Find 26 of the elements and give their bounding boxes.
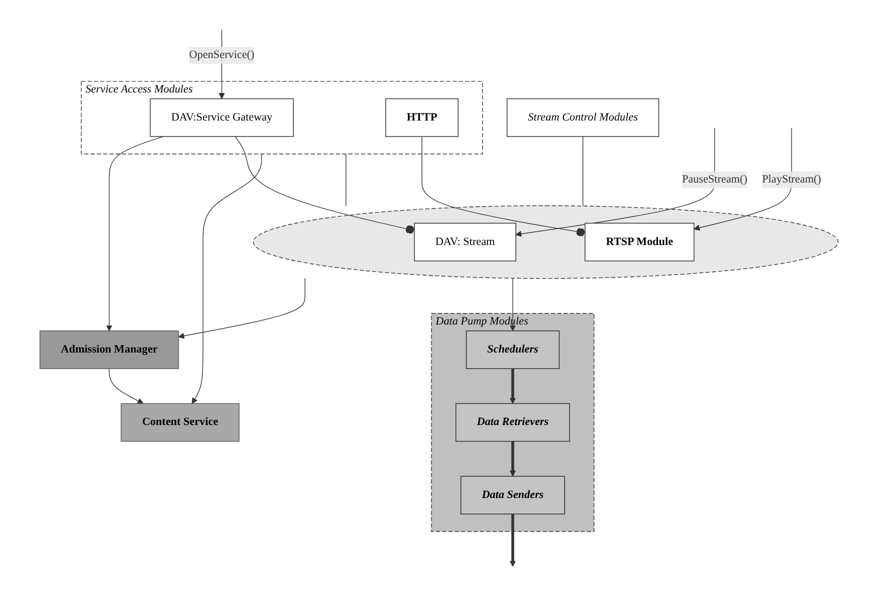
node-box: Schedulers	[466, 330, 560, 369]
node-box: DAV:Service Gateway	[150, 98, 294, 137]
arrow	[694, 128, 792, 231]
arrow	[510, 278, 516, 332]
node-box: Data Retrievers	[456, 403, 570, 442]
node-box: Stream Control Modules	[506, 98, 660, 137]
node-box: HTTP	[385, 98, 458, 137]
connector	[234, 136, 415, 234]
node-box: RTSP Module	[584, 222, 694, 262]
arrow	[108, 368, 144, 404]
connector	[582, 136, 584, 206]
arrow	[510, 368, 516, 404]
arrow	[178, 278, 306, 339]
arrow	[510, 514, 516, 567]
node-box: Content Service	[120, 403, 240, 442]
edge-label: PlayStream()	[762, 174, 822, 186]
node-box: Admission Manager	[40, 330, 179, 369]
node-box: DAV: Stream	[414, 222, 516, 262]
connector	[422, 136, 586, 236]
edge-label: OpenService()	[189, 49, 254, 62]
arrow	[516, 128, 716, 237]
arrow	[192, 154, 262, 404]
arrow	[106, 136, 164, 332]
node-box: Data Senders	[460, 476, 565, 514]
edge-label: PauseStream()	[682, 174, 748, 186]
arrow	[510, 441, 516, 477]
